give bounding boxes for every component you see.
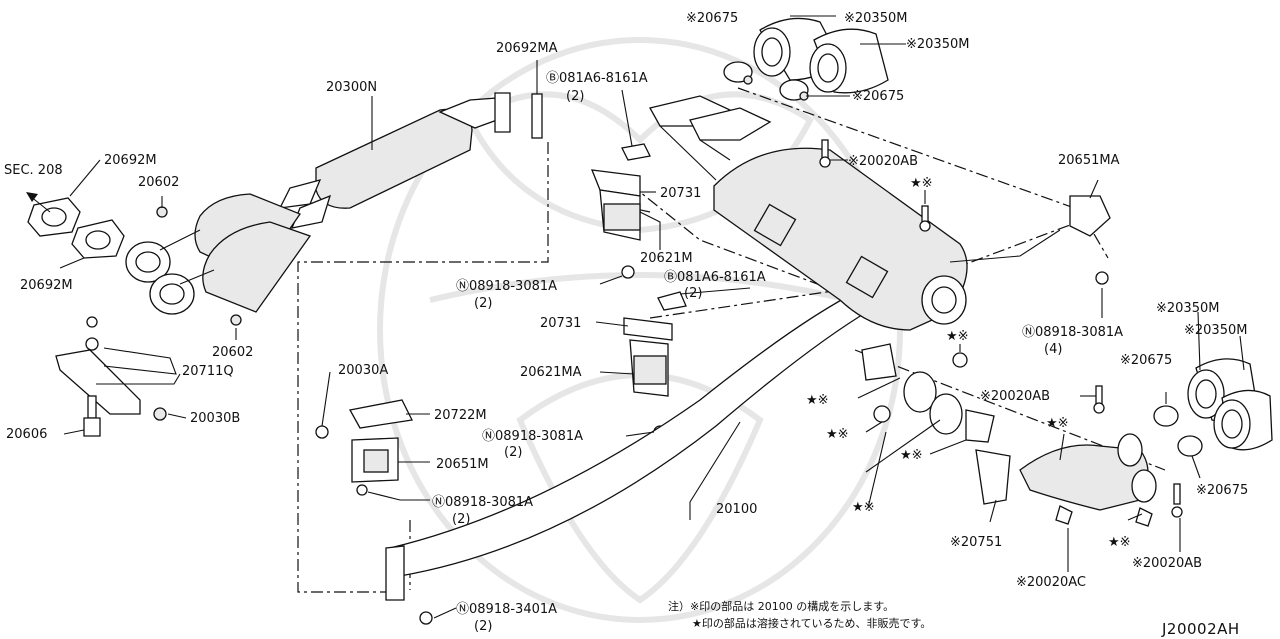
- label-x20350m-top1: ※20350M: [844, 11, 907, 26]
- tail-tips-right: [1153, 358, 1273, 457]
- gasket-20692ma: [531, 60, 543, 139]
- label-20300n: 20300N: [326, 80, 377, 95]
- label-star-e: ★※: [900, 448, 923, 463]
- label-nut-08918-3081a-3: Ⓝ08918-3081A: [432, 495, 533, 510]
- label-x20350m-r1: ※20350M: [1156, 301, 1219, 316]
- label-20692m-top: 20692M: [104, 153, 157, 168]
- label-x20350m-r2: ※20350M: [1184, 323, 1247, 338]
- label-20731-top: 20731: [660, 186, 701, 201]
- front-pipe-catalyst-20300n: [125, 92, 511, 315]
- rear-sub-pipe: [861, 343, 1157, 511]
- label-star-d: ★※: [826, 427, 849, 442]
- hanger-20731-top: [590, 143, 651, 279]
- center-mount-20651m: [315, 399, 413, 496]
- label-x20020ab-right: ※20020AB: [980, 389, 1050, 404]
- label-20030a: 20030A: [338, 363, 388, 378]
- label-star-b: ★※: [806, 393, 829, 408]
- label-nut-08918-3401a-qty: (2): [474, 619, 492, 634]
- label-nut-08918-3401a: Ⓝ08918-3401A: [456, 602, 557, 617]
- gasket-20692m-group: [27, 197, 242, 326]
- label-star-g: ★※: [1108, 535, 1131, 550]
- label-20731-mid: 20731: [540, 316, 581, 331]
- note-line-2: ★印の部品は溶接されているため、非販売です。: [692, 616, 931, 630]
- label-star-c: ★※: [1046, 416, 1069, 431]
- label-20621m: 20621M: [640, 251, 693, 266]
- label-x20751: ※20751: [950, 535, 1002, 550]
- label-sec208: SEC. 208: [4, 163, 63, 178]
- main-muffler: [649, 95, 1061, 331]
- label-bolt-081a6-mid-qty: (2): [684, 286, 702, 301]
- label-nut-08918-3081a-2: Ⓝ08918-3081A: [482, 429, 583, 444]
- label-x20020ab-bottom: ※20020AB: [1132, 556, 1202, 571]
- label-bolt-081a6-mid: Ⓑ081A6-8161A: [664, 270, 766, 285]
- label-bolt-081a6-top: Ⓑ081A6-8161A: [546, 71, 648, 86]
- label-20602-bottom: 20602: [212, 345, 253, 360]
- label-20100: 20100: [716, 502, 757, 517]
- label-20692ma: 20692MA: [496, 41, 558, 56]
- label-20692m-left: 20692M: [20, 278, 73, 293]
- label-x20675-right2: ※20675: [1196, 483, 1248, 498]
- label-20606: 20606: [6, 427, 47, 442]
- label-20621ma: 20621MA: [520, 365, 582, 380]
- label-20651ma: 20651MA: [1058, 153, 1120, 168]
- label-20030b: 20030B: [190, 411, 240, 426]
- label-star-a: ★※: [946, 329, 969, 344]
- label-20651m: 20651M: [436, 457, 489, 472]
- label-20722m: 20722M: [434, 408, 487, 423]
- label-bolt-081a6-top-qty: (2): [566, 89, 584, 104]
- label-x20020ac: ※20020AC: [1016, 575, 1086, 590]
- tail-tips-top: [723, 17, 889, 101]
- label-x20675-mid: ※20675: [852, 89, 904, 104]
- label-star-f: ★※: [852, 500, 875, 515]
- label-nut-08918-3081a-1-qty: (2): [474, 296, 492, 311]
- label-x20350m-top2: ※20350M: [906, 37, 969, 52]
- label-nut-08918-3081a-3-qty: (2): [452, 512, 470, 527]
- label-20711q: 20711Q: [182, 364, 234, 379]
- leader-lines: [59, 15, 1245, 619]
- label-star-top: ★※: [910, 176, 933, 191]
- sec208-arrow-icon: [26, 192, 51, 213]
- bracket-20711q: [55, 316, 167, 437]
- label-nut-08918-3081a-5-qty: (4): [1044, 342, 1062, 357]
- label-x20020ab-top: ※20020AB: [848, 154, 918, 169]
- note-line-1: 注）※印の部品は 20100 の構成を示します。: [668, 599, 894, 613]
- label-x20675-top: ※20675: [686, 11, 738, 26]
- diagram-code: J20002AH: [1161, 620, 1240, 638]
- label-20602-top: 20602: [138, 175, 179, 190]
- label-nut-08918-3081a-1: Ⓝ08918-3081A: [456, 279, 557, 294]
- label-nut-08918-3081a-5: Ⓝ08918-3081A: [1022, 325, 1123, 340]
- label-nut-08918-3081a-2-qty: (2): [504, 445, 522, 460]
- label-x20675-right: ※20675: [1120, 353, 1172, 368]
